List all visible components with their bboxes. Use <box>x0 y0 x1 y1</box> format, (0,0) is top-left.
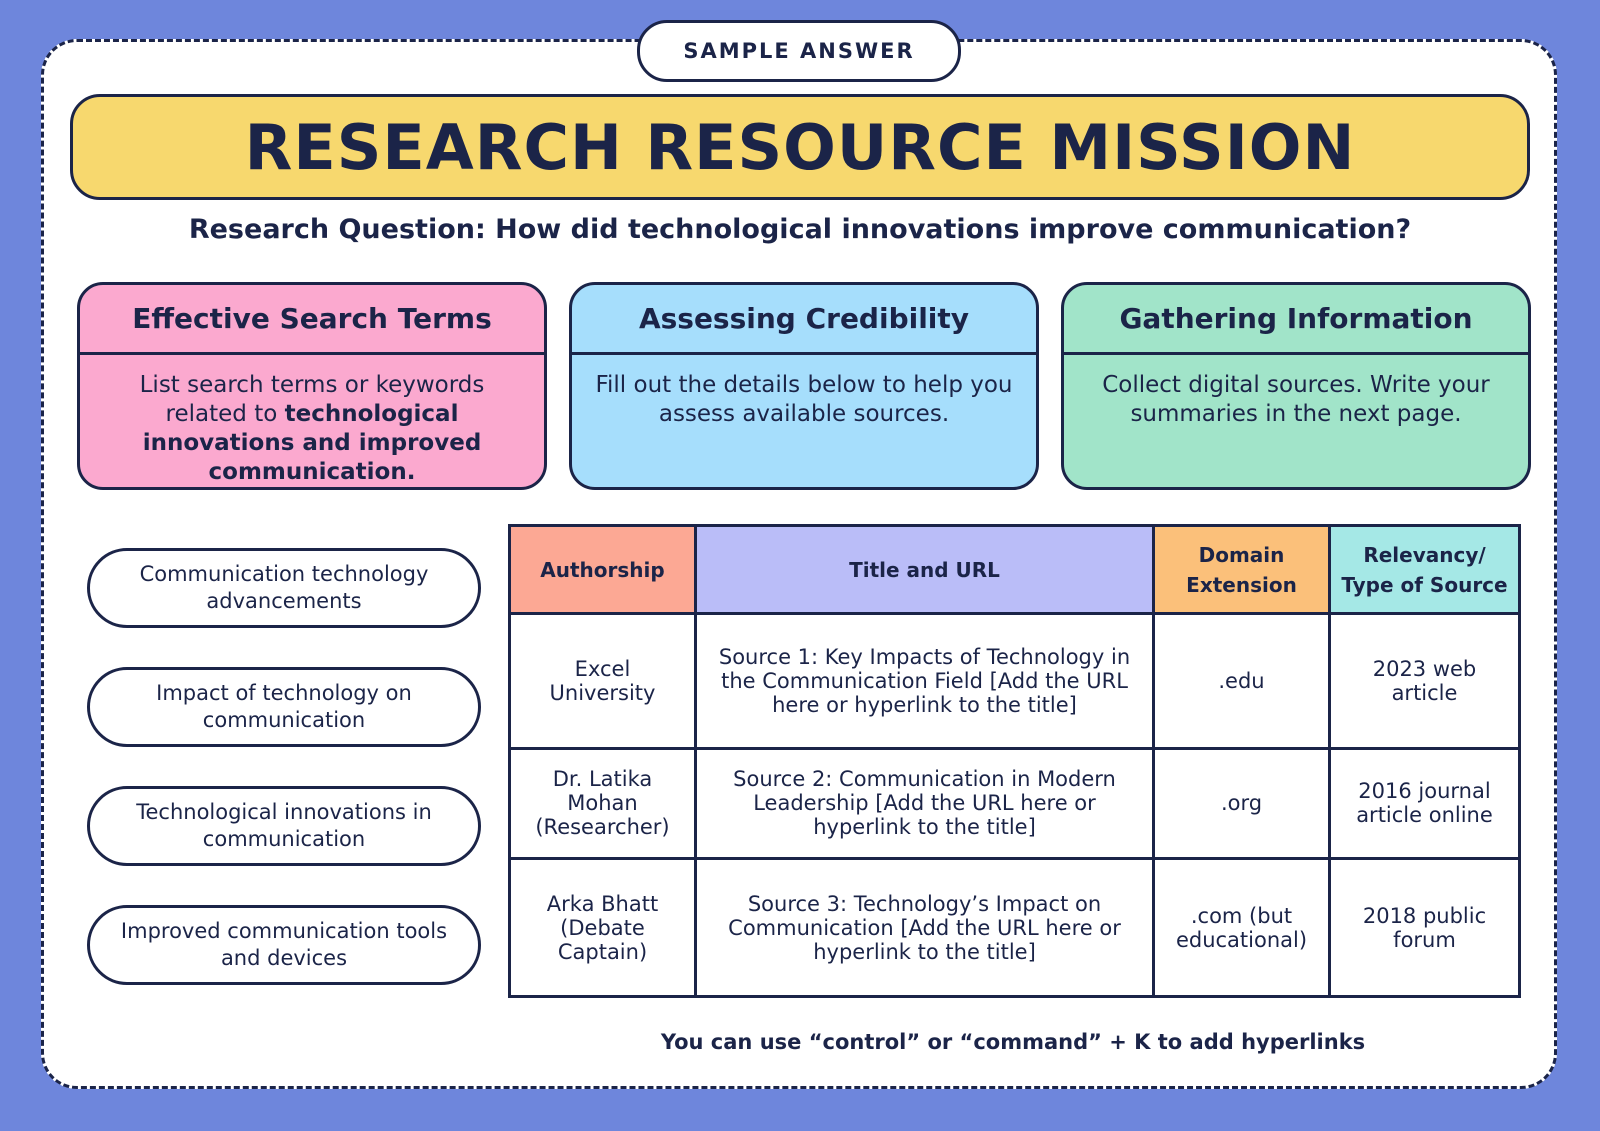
search-term-2[interactable]: Impact of technology on communication <box>87 667 481 747</box>
search-term-1[interactable]: Communication technology advancements <box>87 548 481 628</box>
cell-title-url[interactable]: Source 3: Technology’s Impact on Communi… <box>694 857 1155 998</box>
cell-relevancy[interactable]: 2016 journal article online <box>1328 746 1521 861</box>
cell-domain[interactable]: .edu <box>1152 612 1331 750</box>
cell-domain[interactable]: .org <box>1152 746 1331 861</box>
panel-heading: Effective Search Terms <box>80 285 544 355</box>
cell-relevancy[interactable]: 2023 web article <box>1328 612 1521 750</box>
panel-heading: Gathering Information <box>1064 285 1528 355</box>
panel-effective-search-terms: Effective Search Terms List search terms… <box>77 282 547 490</box>
header-title-url: Title and URL <box>694 524 1155 615</box>
panel-text: List search terms or keywords related to… <box>80 355 544 487</box>
cell-relevancy[interactable]: 2018 public forum <box>1328 857 1521 998</box>
cell-authorship[interactable]: Excel University <box>508 612 697 750</box>
table-header-row: Authorship Title and URL Domain Extensio… <box>508 524 1521 615</box>
header-relevancy: Relevancy/ Type of Source <box>1328 524 1521 615</box>
header-authorship: Authorship <box>508 524 697 615</box>
panel-text: Fill out the details below to help you a… <box>595 372 1013 427</box>
panel-text: Collect digital sources. Write your summ… <box>1102 372 1490 427</box>
header-domain-extension: Domain Extension <box>1152 524 1331 615</box>
cell-title-url[interactable]: Source 1: Key Impacts of Technology in t… <box>694 612 1155 750</box>
cell-authorship[interactable]: Dr. Latika Mohan (Researcher) <box>508 746 697 861</box>
table-row: Arka Bhatt (Debate Captain) Source 3: Te… <box>508 857 1521 998</box>
panel-text-bold: technological innovations and improved c… <box>142 401 482 485</box>
table-row: Dr. Latika Mohan (Researcher) Source 2: … <box>508 746 1521 861</box>
hyperlink-tip: You can use “control” or “command” + K t… <box>660 1030 1366 1054</box>
sample-answer-tag: SAMPLE ANSWER <box>637 20 961 82</box>
panel-gathering-information: Gathering Information Collect digital so… <box>1061 282 1531 490</box>
cell-title-url[interactable]: Source 2: Communication in Modern Leader… <box>694 746 1155 861</box>
table-row: Excel University Source 1: Key Impacts o… <box>508 612 1521 750</box>
panel-text-plain: List search terms or keywords related to <box>139 372 485 427</box>
page-title: RESEARCH RESOURCE MISSION <box>70 94 1530 200</box>
panel-heading: Assessing Credibility <box>572 285 1036 355</box>
panel-assessing-credibility: Assessing Credibility Fill out the detai… <box>569 282 1039 490</box>
search-term-3[interactable]: Technological innovations in communicati… <box>87 786 481 866</box>
cell-authorship[interactable]: Arka Bhatt (Debate Captain) <box>508 857 697 998</box>
research-question: Research Question: How did technological… <box>188 214 1412 245</box>
search-term-4[interactable]: Improved communication tools and devices <box>87 905 481 985</box>
cell-domain[interactable]: .com (but educational) <box>1152 857 1331 998</box>
sources-table: Authorship Title and URL Domain Extensio… <box>508 524 1521 998</box>
